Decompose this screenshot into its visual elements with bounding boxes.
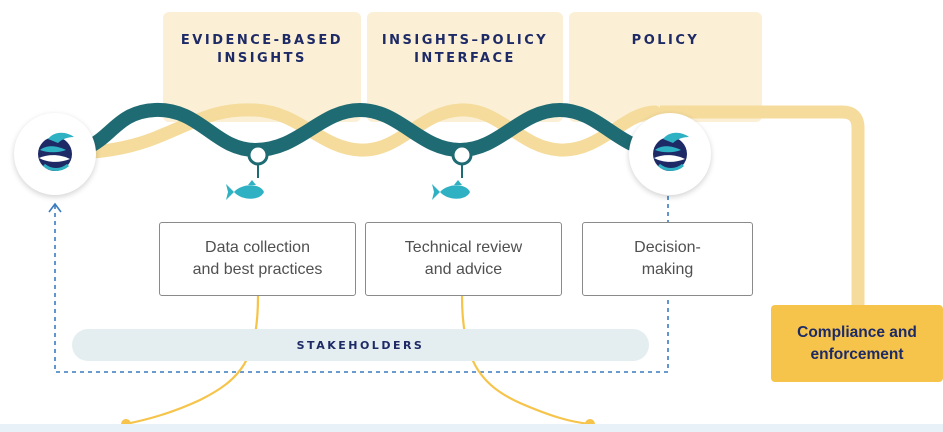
feedback-arrowhead-icon xyxy=(48,202,62,213)
sand-path-to-compliance xyxy=(660,105,865,305)
column-title-evidence: EVIDENCE-BASED INSIGHTS xyxy=(163,32,361,68)
fishing-hook-node-icon-2 xyxy=(451,144,473,178)
sand-wave xyxy=(48,103,662,160)
box-technical-review-line2: and advice xyxy=(424,261,503,278)
column-title-interface-line2: INTERFACE xyxy=(414,51,516,66)
box-decision-making-line1: Decision- xyxy=(634,239,701,256)
column-title-interface-line1: INSIGHTS–POLICY xyxy=(381,33,549,48)
column-evidence-based-insights xyxy=(163,12,361,122)
compliance-line2: enforcement xyxy=(810,345,904,363)
bottom-strip xyxy=(0,424,943,432)
box-data-collection-line2: and best practices xyxy=(192,261,323,278)
column-title-policy-line1: POLICY xyxy=(631,33,700,48)
column-title-evidence-line2: INSIGHTS xyxy=(217,51,307,66)
fishing-hook-node-icon-1 xyxy=(247,144,269,178)
box-decision-making: Decision- making xyxy=(582,222,753,296)
fish-icon-1 xyxy=(226,180,264,200)
compliance-line1: Compliance and xyxy=(797,323,917,341)
fish-globe-logo-icon-right xyxy=(629,113,711,195)
box-technical-review-line1: Technical review xyxy=(404,239,523,256)
column-policy xyxy=(569,12,762,122)
compliance-enforcement-box: Compliance and enforcement xyxy=(771,305,943,382)
stakeholders-label: STAKEHOLDERS xyxy=(296,338,425,352)
box-technical-review: Technical review and advice xyxy=(365,222,562,296)
stakeholders-bar: STAKEHOLDERS xyxy=(72,329,649,361)
column-title-interface: INSIGHTS–POLICY INTERFACE xyxy=(367,32,563,68)
box-data-collection-line1: Data collection xyxy=(205,239,310,256)
fish-icon-2 xyxy=(432,180,470,200)
column-title-policy: POLICY xyxy=(569,32,762,50)
box-decision-making-line2: making xyxy=(641,261,694,278)
box-data-collection: Data collection and best practices xyxy=(159,222,356,296)
fish-globe-logo-icon-left xyxy=(14,113,96,195)
teal-wave xyxy=(63,102,667,158)
column-title-evidence-line1: EVIDENCE-BASED xyxy=(180,33,344,48)
